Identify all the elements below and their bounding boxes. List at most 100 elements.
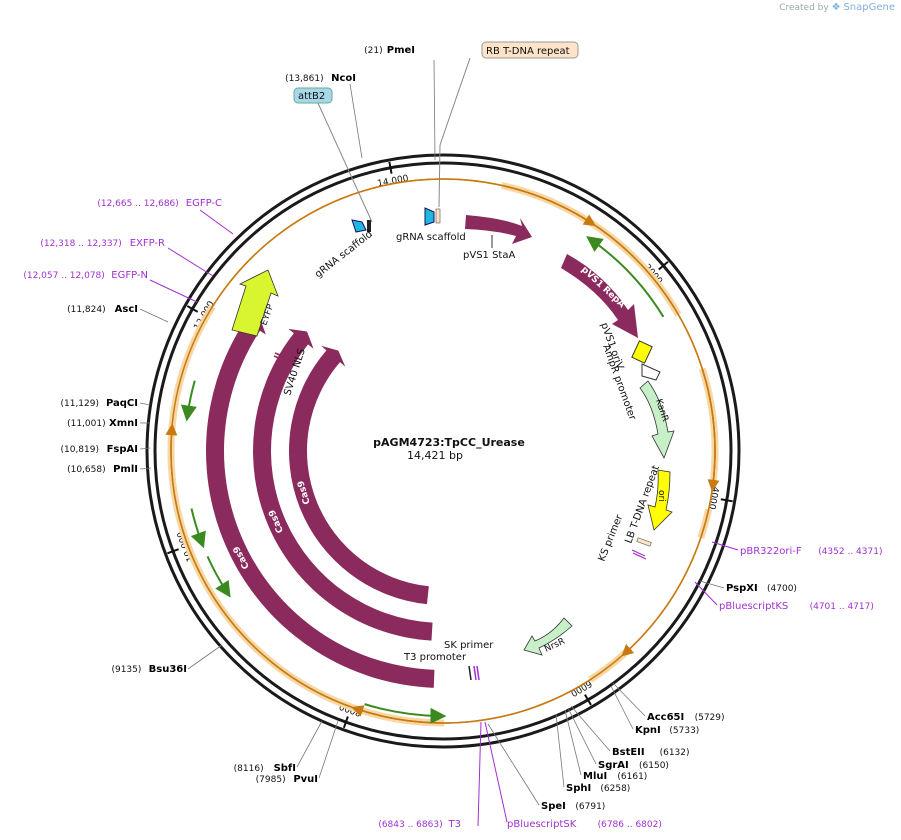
site-position: (6258) (600, 784, 630, 794)
site-paqci: PaqCI (11,129) (60, 398, 151, 409)
site-spei: SpeI(6791) (487, 723, 605, 812)
primer-pbluescriptks: pBluescriptKS (4701 .. 4717) (694, 581, 874, 612)
site-position: (10,819) (60, 445, 99, 455)
green-feature-arc (206, 555, 231, 598)
primer-name: EGFP-N (111, 270, 148, 281)
site-position: (9135) (111, 665, 141, 675)
green-feature-arc (190, 508, 206, 549)
tick-mark (584, 694, 592, 706)
site-kpni: KpnI (5733) (610, 685, 699, 736)
site-position: (6150) (639, 761, 669, 771)
tick-mark (186, 305, 199, 313)
site-pmli: PmlI (10,658) (67, 464, 152, 475)
site-name: MluI (583, 771, 607, 782)
primer-name: pBluescriptKS (719, 601, 788, 612)
ks-primer-label: KS primer (597, 512, 626, 563)
site-name: PmeI (387, 45, 415, 56)
created-by-text: Created by (779, 3, 829, 13)
primer-name: pBluescriptSK (507, 819, 577, 830)
site-position: (6161) (617, 772, 647, 782)
callout-rb-tdna: RB T-DNA repeat (438, 41, 579, 208)
primer-position: (4701 .. 4717) (810, 602, 874, 612)
site-position: (21) (364, 46, 382, 56)
primer-position: (12,057 .. 12,078) (23, 271, 104, 281)
site-bsteii: BstEII(6132) (570, 705, 690, 758)
site-bsu36i: Bsu36I (9135) (111, 644, 223, 675)
site-name: NcoI (331, 73, 356, 84)
primer-pbluescriptsk: pBluescriptSK (6786 .. 6802) (484, 721, 662, 830)
site-position: (6791) (575, 802, 605, 812)
site-position: (11,129) (60, 399, 99, 409)
nrsr-arrow: NrsR (523, 617, 573, 656)
site-name: SphI (566, 783, 591, 794)
site-position: (11,824) (67, 305, 106, 315)
sk-primer-label: SK primer (444, 640, 494, 651)
green-feature-arc (586, 236, 665, 318)
pvs1-staa-arrow: pVS1 StaA (463, 215, 532, 261)
feature-arc (165, 178, 716, 724)
t3-promoter-label: T3 promoter (403, 652, 467, 663)
primer-position: (6843 .. 6863) (378, 820, 442, 830)
site-position: (5733) (669, 726, 699, 736)
pvs1-repa-label: pVS1 RepA (579, 265, 627, 310)
site-pmei: PmeI (21) (364, 45, 436, 161)
primer-name: EXFP-R (130, 238, 165, 249)
primer-position: (4352 .. 4371) (818, 547, 882, 557)
cas9-arc (253, 328, 433, 641)
site-name: Bsu36I (149, 664, 187, 675)
site-position: (8116) (234, 764, 264, 774)
grna-1-label: gRNA scaffold (313, 229, 375, 281)
site-position: (5729) (695, 713, 725, 723)
tick-mark (658, 260, 669, 271)
site-position: (4700) (767, 584, 797, 594)
site-name: SbfI (274, 763, 296, 774)
primer-egfp-c: EGFP-C(12,665 .. 12,686) (97, 198, 234, 235)
site-name: PvuI (293, 774, 318, 785)
site-name: SgrAI (598, 760, 629, 771)
primer-name: pBR322ori-F (740, 546, 802, 557)
site-sgrai: SgrAI (6150) (567, 707, 669, 771)
primer-name: EGFP-C (186, 198, 222, 209)
primer-exfp-r: EXFP-R(12,318 .. 12,337) (40, 238, 214, 277)
feature-arc (698, 367, 719, 487)
site-pvui: PvuI (7985) (256, 720, 339, 785)
snapgene-brand: Created by ❖ SnapGene (779, 2, 895, 13)
grna-2-label: gRNA scaffold (396, 232, 466, 243)
snapgene-logo-icon: ❖ (831, 2, 841, 13)
site-xmni: XmnI(11,001) (67, 418, 150, 429)
cas9-arc (205, 316, 435, 688)
ori-label: ori (656, 490, 666, 502)
site-position: (6132) (660, 748, 690, 758)
ori-arrow: ori (647, 469, 673, 531)
site-position: (7985) (256, 775, 286, 785)
feature-grna-1: gRNA scaffold (313, 219, 375, 281)
primer-position: (6786 .. 6802) (598, 820, 662, 830)
green-feature-arc (180, 380, 197, 422)
site-name: KpnI (635, 725, 661, 736)
site-ncoi: NcoI(13,861) (285, 73, 363, 159)
site-position: (11,001) (67, 419, 106, 429)
site-name: XmnI (109, 418, 138, 429)
green-feature-arc (364, 703, 447, 724)
plasmid-length: 14,421 bp (407, 449, 463, 462)
site-name: PmlI (113, 464, 138, 475)
site-name: FspAI (107, 444, 138, 455)
feature-grna-2: gRNA scaffold (396, 207, 466, 243)
site-fspai: FspAI (10,819) (60, 444, 151, 455)
site-acc65i: Acc65I(5729) (612, 682, 725, 723)
tick-mark (167, 548, 179, 555)
site-mlui: MluI (6161) (564, 709, 647, 782)
feature-arc (501, 182, 596, 228)
outer-feature-arcs (165, 178, 720, 727)
tick-mark (720, 498, 733, 503)
eyfp-arrow: EYFP (231, 269, 279, 337)
site-name: AscI (115, 304, 138, 315)
ampr-promoter-arrow (641, 363, 661, 381)
site-position: (10,658) (67, 465, 106, 475)
tick-mark (388, 161, 393, 174)
site-name: PaqCI (106, 398, 138, 409)
snapgene-app-name: SnapGene (843, 2, 895, 13)
plasmid-name: pAGM4723:TpCC_Urease (373, 436, 525, 449)
